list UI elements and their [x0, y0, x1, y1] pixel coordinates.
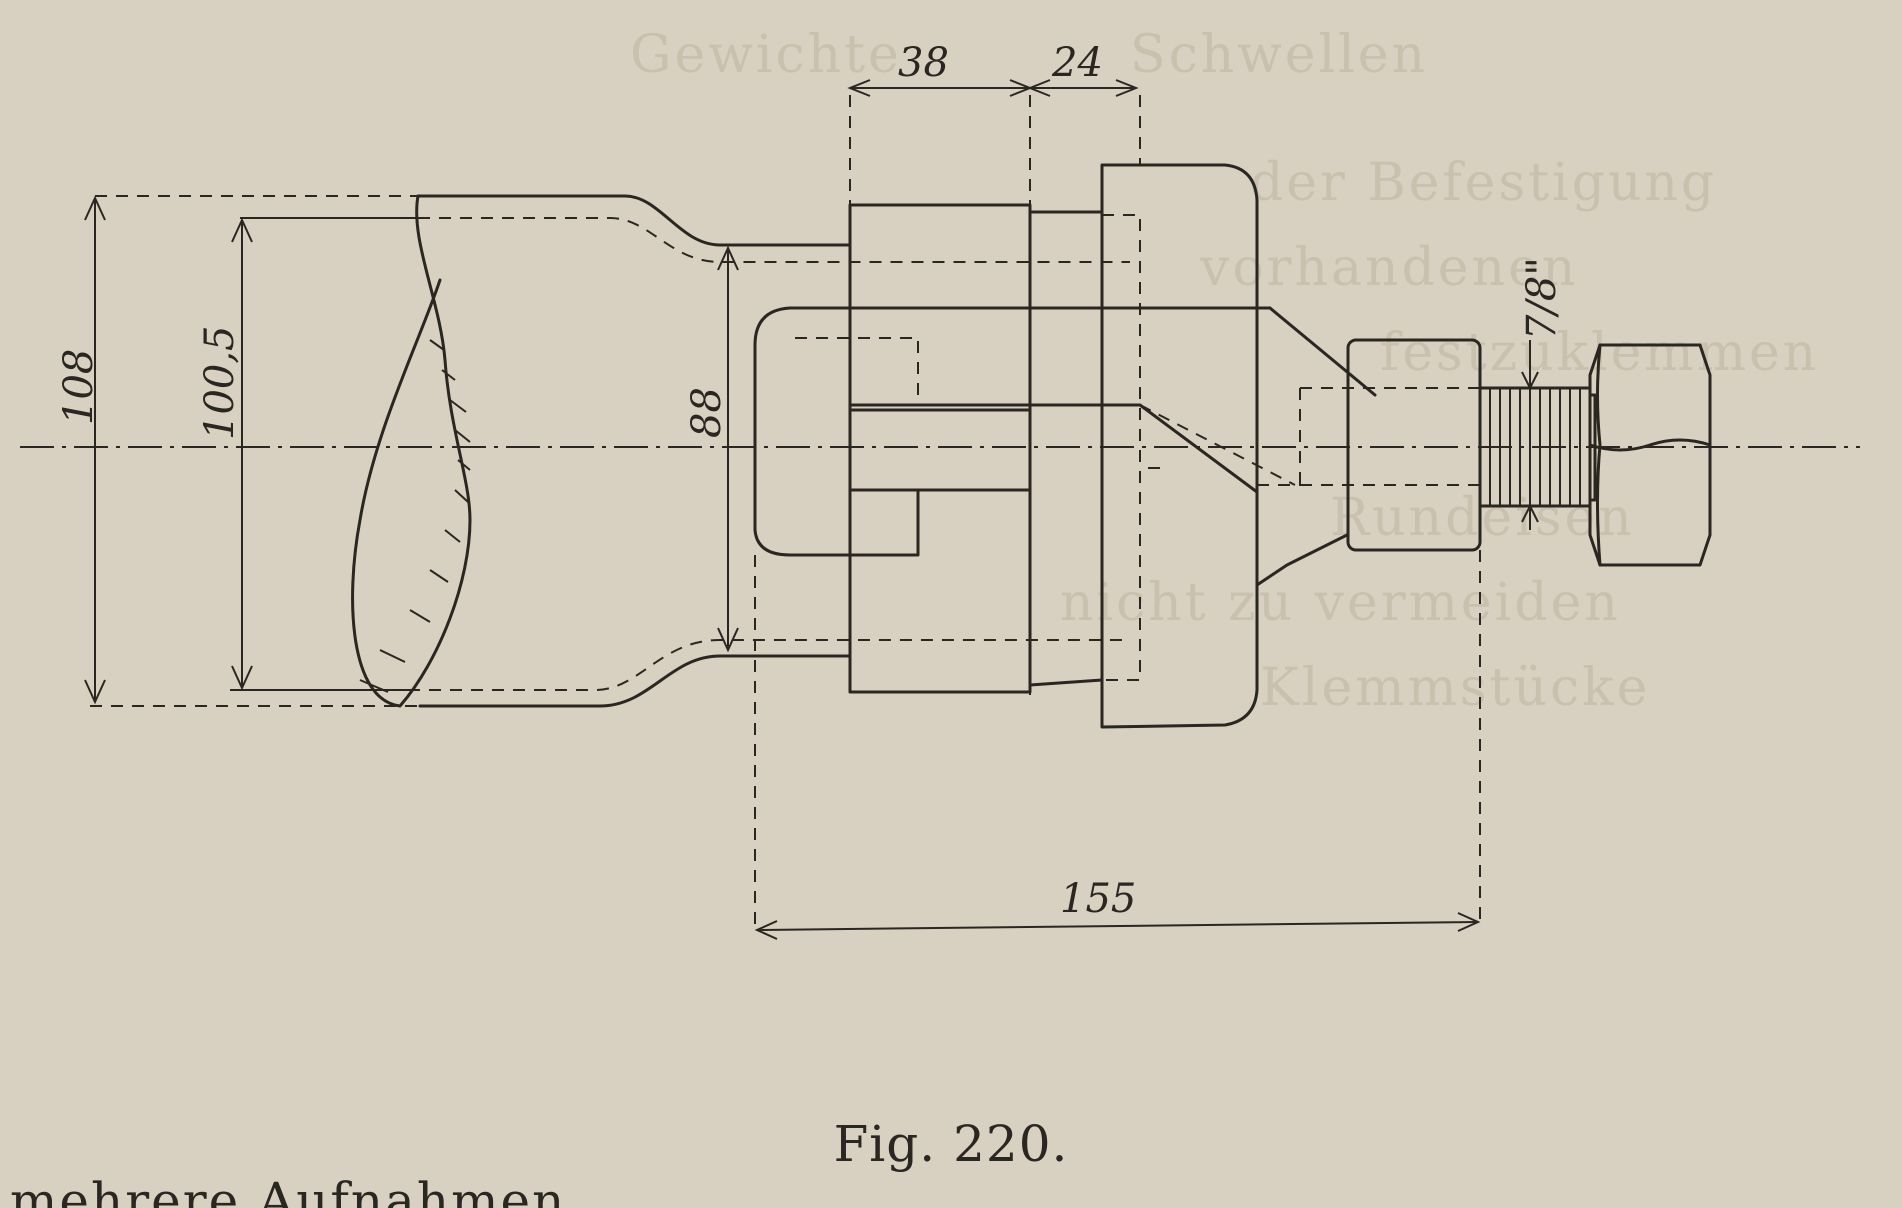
- background-text-line: vorhandenen: [1199, 238, 1578, 298]
- arrowhead: [84, 195, 106, 221]
- dimension-label-100-5: 100,5: [197, 325, 243, 440]
- jaw-link-bottom: [1028, 678, 1104, 687]
- wedge-hidden-diagonal: [1139, 404, 1296, 486]
- u-bracket-outline: [753, 306, 1272, 557]
- tongue-slot: [848, 408, 1032, 492]
- arrowhead: [1115, 79, 1139, 97]
- section-outline: [351, 194, 472, 708]
- arrowhead: [847, 79, 871, 97]
- arrowhead: [84, 679, 106, 705]
- background-text-line: nicht zu vermeiden: [1060, 573, 1621, 633]
- hex-nut-facet: [1588, 438, 1712, 452]
- rail-inner-hidden-lower: [240, 639, 1130, 691]
- arrowhead: [1027, 79, 1051, 97]
- arrowhead: [1521, 371, 1539, 391]
- background-text-line: der Befestigung: [1250, 153, 1717, 213]
- section-hatch: [359, 339, 471, 693]
- bracket-taper-upper: [1268, 306, 1377, 397]
- background-text-line: Schwellen: [1130, 25, 1428, 85]
- dimension-line-155: [756, 921, 1479, 931]
- rail-outline: [416, 194, 852, 247]
- cut-off-text-line: mehrere Aufnahmen: [10, 1172, 567, 1208]
- arrowhead: [231, 217, 253, 243]
- bracket-taper-lower: [1255, 533, 1349, 587]
- dimension-label-bolt: 7/8": [1519, 257, 1565, 340]
- clamp-jaw-right: [1100, 163, 1259, 729]
- hex-nut: [1588, 343, 1712, 567]
- rail-inner-hidden-upper: [250, 217, 1130, 263]
- bolt-hidden-lines: [1300, 387, 1480, 486]
- dimension-label-88: 88: [684, 387, 730, 438]
- clamp-jaw-left: [848, 203, 1032, 694]
- arrowhead: [717, 627, 739, 653]
- bracket-hidden-inner: [795, 337, 919, 405]
- arrowhead: [717, 245, 739, 271]
- arrowhead: [231, 665, 253, 691]
- dimension-label-38: 38: [898, 40, 949, 86]
- dimension-label-155: 155: [1060, 876, 1136, 922]
- dimension-label-108: 108: [56, 349, 102, 425]
- hex-nut-edge: [1596, 343, 1602, 567]
- bracket-inner-upper: [848, 403, 1259, 494]
- rail-outline-lower: [418, 654, 852, 708]
- background-text-line: Gewichte: [630, 25, 902, 85]
- background-text-group: Gewichte Schwellen der Befestigung vorha…: [630, 25, 1816, 718]
- arrowhead: [1521, 503, 1539, 523]
- dimension-label-24: 24: [1051, 40, 1103, 86]
- figure-caption: Fig. 220.: [833, 1115, 1069, 1173]
- background-text-line: Klemmstücke: [1260, 658, 1650, 718]
- arrowhead: [1457, 912, 1481, 932]
- arrowhead: [754, 920, 778, 940]
- bolt-thread-lines: [1489, 388, 1581, 506]
